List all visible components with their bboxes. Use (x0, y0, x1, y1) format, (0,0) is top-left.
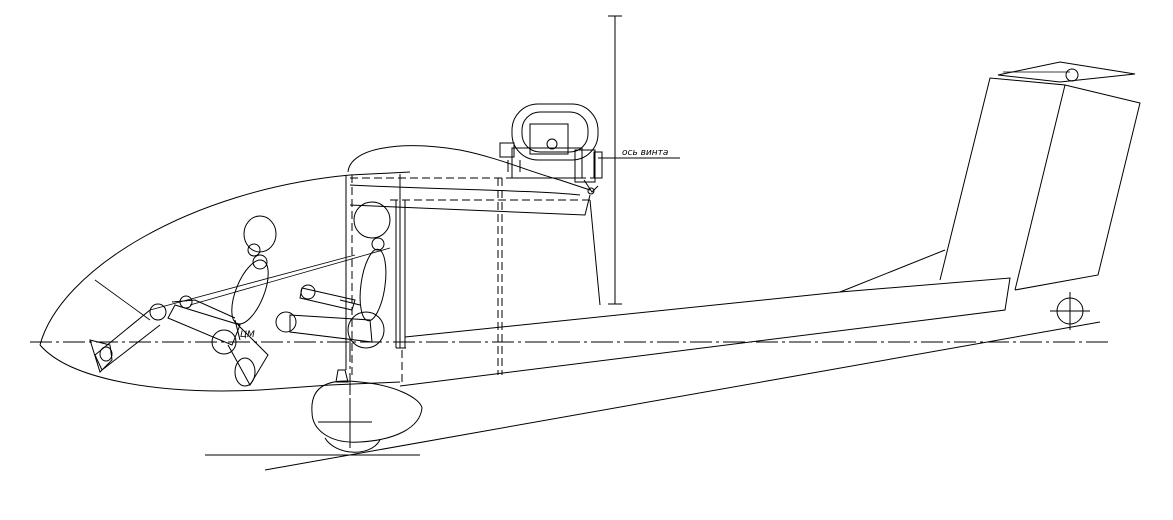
bulkheads (345, 174, 503, 386)
engine-assembly (499, 103, 603, 195)
engine-pylon (347, 145, 601, 306)
vertical-tail (939, 61, 1141, 291)
propeller-axis: ось винта (598, 15, 680, 305)
rear-pilot-figure (275, 201, 391, 349)
main-landing-gear (311, 340, 423, 453)
ground-lines (205, 321, 1101, 471)
tail-boom (399, 249, 1011, 387)
front-pilot-figure: ЦМ (89, 215, 277, 387)
cg-label: ЦМ (240, 330, 255, 340)
control-lines (149, 247, 391, 311)
tail-wheel (1050, 292, 1090, 330)
propeller-axis-label: ось винта (622, 148, 668, 158)
fuselage-pod (39, 171, 411, 392)
